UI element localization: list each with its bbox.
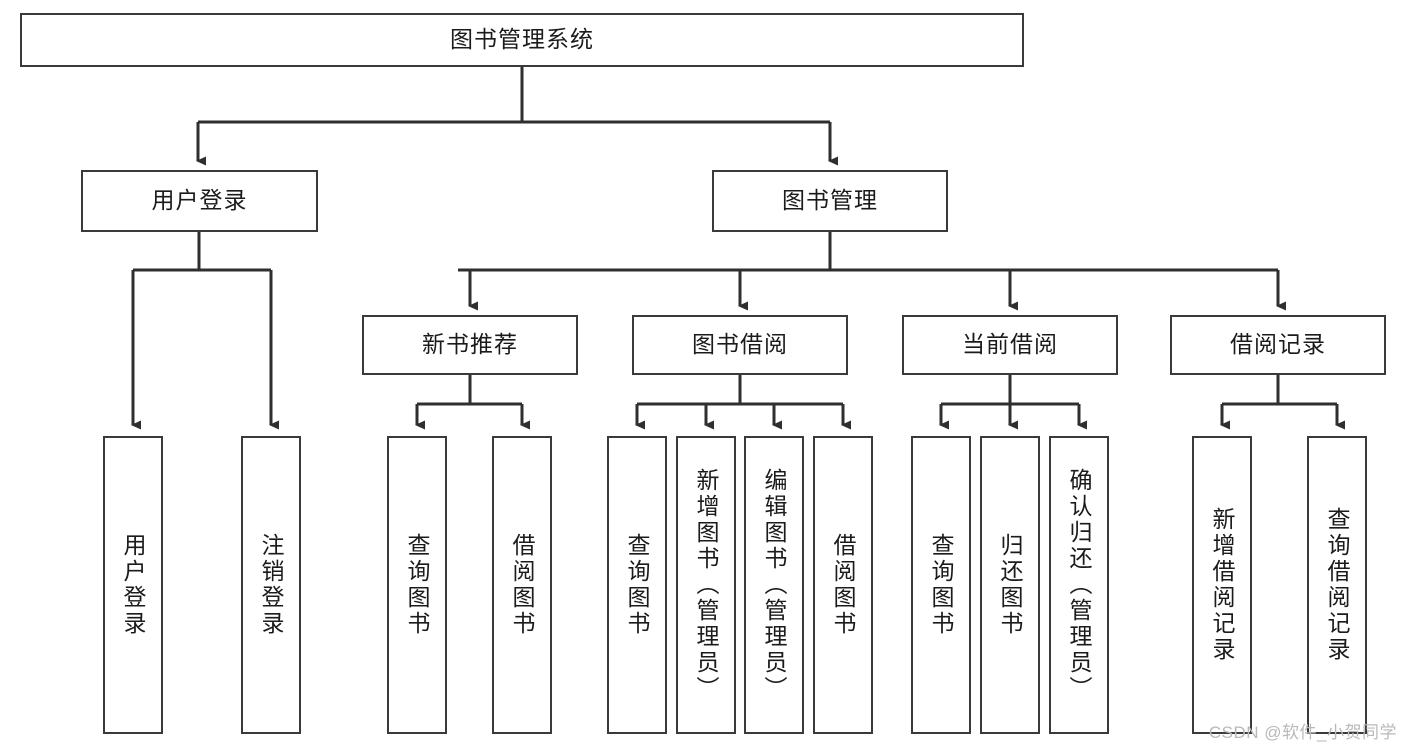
node-label: 借阅图书: [509, 533, 536, 637]
node-user-login[interactable]: 用户登录: [81, 170, 318, 232]
node-leaf-edit-book-admin[interactable]: 编辑图书（管理员）: [744, 436, 804, 734]
node-label: 用户登录: [120, 533, 147, 637]
node-leaf-borrow-book-newbook[interactable]: 借阅图书: [492, 436, 552, 734]
node-label: 图书借阅: [692, 331, 788, 358]
node-label: 查询图书: [928, 533, 955, 637]
node-label: 当前借阅: [962, 331, 1058, 358]
node-label: 确认归还（管理员）: [1066, 468, 1093, 702]
node-book-borrow[interactable]: 图书借阅: [632, 315, 848, 375]
node-label: 新增借阅记录: [1209, 507, 1236, 663]
node-label: 注销登录: [258, 533, 285, 637]
node-label: 编辑图书（管理员）: [761, 468, 788, 702]
node-leaf-query-borrow-record[interactable]: 查询借阅记录: [1307, 436, 1367, 734]
node-leaf-add-borrow-record[interactable]: 新增借阅记录: [1192, 436, 1252, 734]
node-label: 新增图书（管理员）: [693, 468, 720, 702]
node-current-borrow[interactable]: 当前借阅: [902, 315, 1118, 375]
node-label: 新书推荐: [422, 331, 518, 358]
csdn-watermark: CSDN @软件_小贺同学: [1208, 723, 1397, 742]
node-book-management-system[interactable]: 图书管理系统: [20, 13, 1024, 67]
node-leaf-add-book-admin[interactable]: 新增图书（管理员）: [676, 436, 736, 734]
node-label: 查询图书: [404, 533, 431, 637]
node-label: 查询图书: [624, 533, 651, 637]
node-new-book-recommend[interactable]: 新书推荐: [362, 315, 578, 375]
node-book-management[interactable]: 图书管理: [712, 170, 948, 232]
node-leaf-query-book-current[interactable]: 查询图书: [911, 436, 971, 734]
node-leaf-query-book-borrow[interactable]: 查询图书: [607, 436, 667, 734]
node-label: 图书管理系统: [450, 26, 594, 53]
node-leaf-logout[interactable]: 注销登录: [241, 436, 301, 734]
node-leaf-lend-book[interactable]: 借阅图书: [813, 436, 873, 734]
node-label: 借阅图书: [830, 533, 857, 637]
node-label: 用户登录: [151, 187, 248, 214]
node-leaf-return-book[interactable]: 归还图书: [980, 436, 1040, 734]
node-leaf-confirm-return-admin[interactable]: 确认归还（管理员）: [1049, 436, 1109, 734]
node-label: 归还图书: [997, 533, 1024, 637]
node-leaf-user-login[interactable]: 用户登录: [103, 436, 163, 734]
node-label: 图书管理: [782, 187, 878, 214]
node-label: 查询借阅记录: [1324, 507, 1351, 663]
node-borrow-record[interactable]: 借阅记录: [1170, 315, 1386, 375]
node-label: 借阅记录: [1230, 331, 1326, 358]
node-leaf-query-book-newbook[interactable]: 查询图书: [387, 436, 447, 734]
